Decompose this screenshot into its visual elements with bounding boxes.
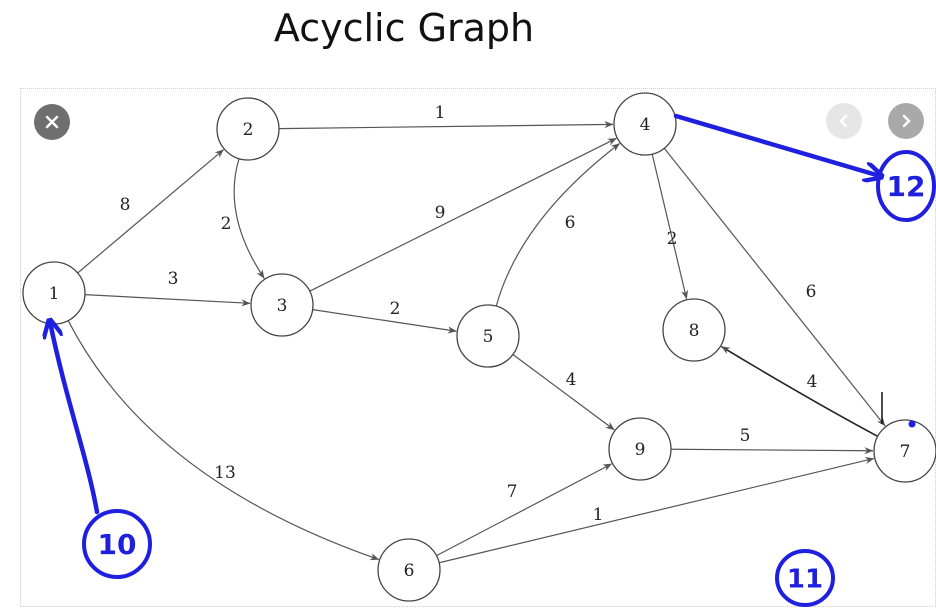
edge-5-4	[495, 143, 620, 307]
edge-1-2	[77, 149, 224, 274]
edge-weight-2-4: 1	[435, 103, 446, 123]
edge-1-6	[67, 320, 380, 561]
slide-title: Acyclic Graph	[273, 6, 535, 50]
edge-weight-1-2: 8	[120, 195, 131, 215]
edge-weight-3-5: 2	[390, 299, 401, 319]
edge-3-5	[312, 309, 457, 334]
node-4: 4	[613, 92, 677, 156]
next-button[interactable]	[888, 103, 924, 139]
node-label: 7	[900, 442, 911, 462]
node-circle	[456, 304, 520, 368]
edge-6-7	[439, 456, 875, 564]
node-1: 1	[22, 261, 86, 325]
edge-weight-5-4: 6	[565, 213, 576, 233]
edge-weight-9-7: 5	[740, 426, 751, 446]
annotation-10: 10	[50, 322, 152, 579]
node-5: 5	[456, 304, 520, 368]
edge-weight-5-9: 4	[566, 370, 577, 390]
node-3: 3	[250, 273, 314, 337]
edge-2-4	[278, 120, 614, 130]
edge-weight-7-8: 4	[807, 372, 818, 392]
annotation-label: 12	[887, 170, 926, 203]
node-circle	[873, 419, 936, 483]
edge-weight-4-8: 2	[667, 229, 678, 249]
annotation-circle	[876, 150, 936, 222]
edge-3-4	[309, 137, 617, 292]
node-circle	[250, 273, 314, 337]
edge-2-3	[233, 158, 265, 279]
node-circle	[608, 417, 672, 481]
edge-weight-3-4: 9	[435, 203, 446, 223]
close-button[interactable]	[34, 104, 70, 140]
edge-5-9	[512, 354, 615, 431]
edge-weight-1-6: 13	[214, 463, 236, 483]
close-icon	[44, 114, 60, 130]
edge-4-7	[663, 147, 886, 427]
node-2: 2	[216, 97, 280, 161]
node-label: 8	[689, 321, 700, 341]
previous-button[interactable]	[826, 103, 862, 139]
node-circle	[216, 97, 280, 161]
node-label: 9	[635, 440, 646, 460]
edge-4-8	[651, 154, 689, 300]
annotation-circle	[775, 549, 835, 607]
ink-dot	[908, 420, 916, 428]
chevron-right-icon	[899, 113, 913, 129]
node-7: 7	[873, 419, 936, 483]
edge-6-9	[436, 463, 613, 557]
annotation-arrow	[673, 113, 880, 176]
node-6: 6	[377, 538, 441, 602]
node-label: 2	[243, 120, 254, 140]
node-label: 6	[404, 561, 415, 581]
node-circle	[613, 92, 677, 156]
edge-1-3	[84, 294, 251, 307]
annotation-label: 10	[98, 528, 137, 561]
edge-weight-1-3: 3	[168, 269, 179, 289]
node-9: 9	[608, 417, 672, 481]
chevron-left-icon	[837, 113, 851, 129]
node-8: 8	[662, 298, 726, 362]
edge-7-8	[720, 345, 879, 438]
edge-9-7	[670, 447, 874, 455]
annotation-label: 11	[787, 564, 823, 594]
node-circle	[377, 538, 441, 602]
node-label: 5	[483, 327, 494, 347]
edge-weight-6-9: 7	[507, 482, 518, 502]
annotation-arrow	[50, 322, 100, 515]
node-label: 4	[640, 115, 651, 135]
annotation-12: 12	[673, 113, 936, 222]
edge-weight-2-3: 2	[221, 214, 232, 234]
annotation-circle	[82, 509, 152, 579]
annotation-11: 11	[775, 549, 835, 607]
node-label: 3	[277, 296, 288, 316]
edge-weight-6-7: 1	[593, 505, 604, 525]
node-label: 1	[49, 284, 60, 304]
edge-weight-4-7: 6	[806, 282, 817, 302]
node-circle	[662, 298, 726, 362]
